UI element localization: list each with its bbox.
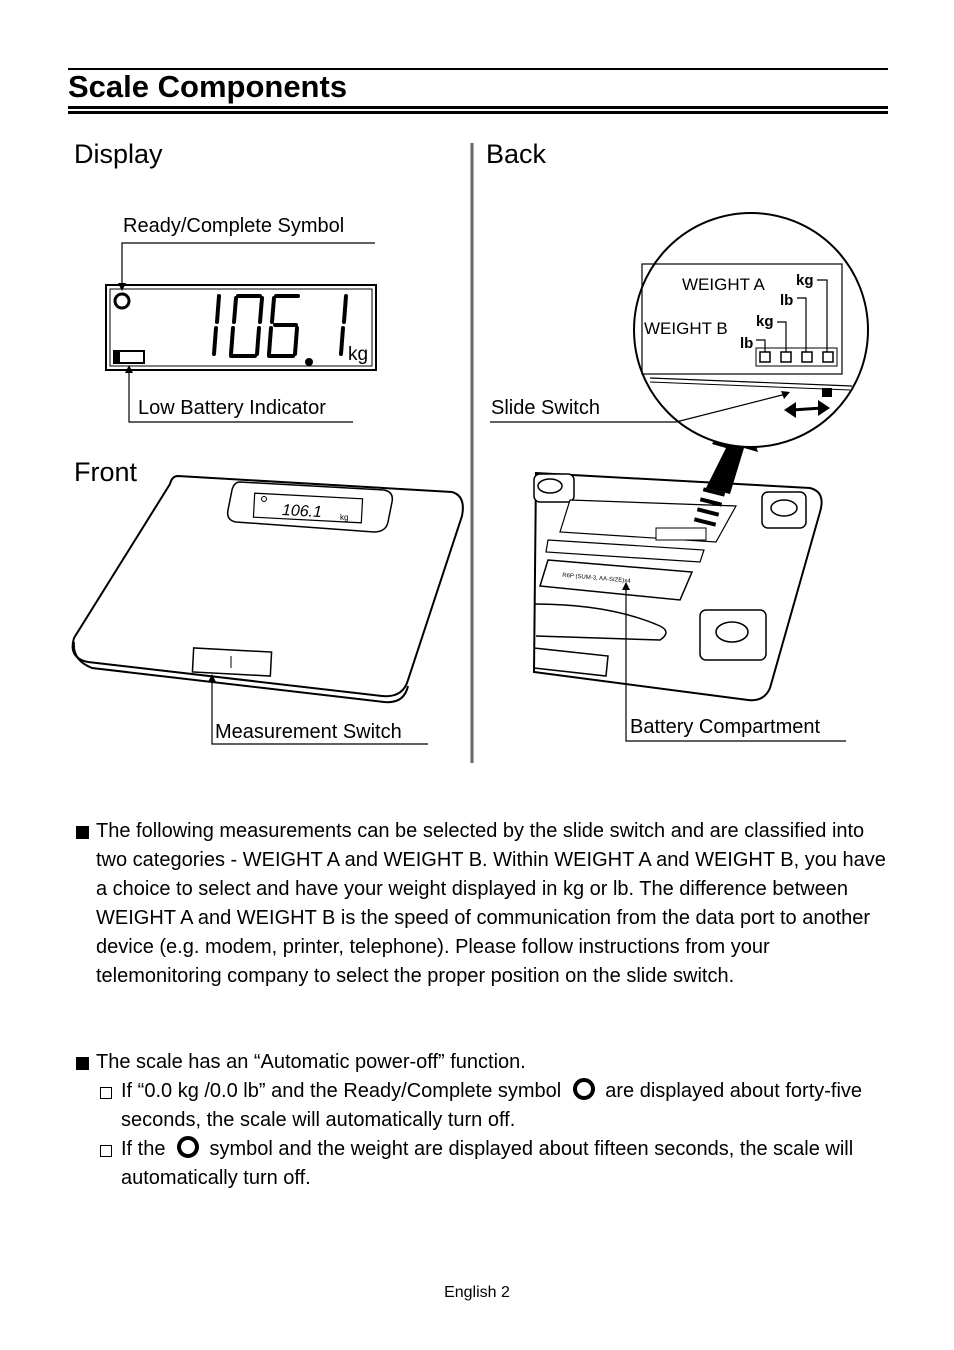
back-heading: Back bbox=[486, 139, 547, 169]
svg-text:106.1: 106.1 bbox=[282, 502, 323, 521]
display-heading: Display bbox=[74, 139, 163, 169]
lcd-display-diagram: kg bbox=[105, 284, 377, 371]
battery-compartment-label: Battery Compartment bbox=[630, 716, 821, 738]
measurement-switch-shape bbox=[191, 647, 273, 677]
title-rule-top bbox=[68, 68, 888, 70]
ready-symbol-label: Ready/Complete Symbol bbox=[123, 215, 345, 237]
slide-switch-magnifier: WEIGHT A kg lb WEIGHT B kg lb bbox=[633, 212, 869, 448]
sub1-text-before: If “0.0 kg /0.0 lb” and the Ready/Comple… bbox=[121, 1080, 562, 1102]
front-scale-drawing: 106.1 kg bbox=[71, 474, 464, 704]
ready-symbol-icon-inline-2 bbox=[177, 1136, 200, 1158]
sub2-text-before: If the bbox=[121, 1138, 166, 1160]
bullet-square-2 bbox=[76, 1057, 89, 1070]
bullet-paragraph-1: The following measurements can be select… bbox=[96, 820, 886, 987]
measurement-switch-label: Measurement Switch bbox=[215, 721, 402, 743]
title-rule-bottom-2 bbox=[68, 111, 888, 114]
low-battery-label: Low Battery Indicator bbox=[138, 397, 326, 419]
page-title: Scale Components bbox=[68, 69, 348, 104]
sub2-text-after: symbol and the weight are displayed abou… bbox=[121, 1138, 854, 1189]
page-footer: English 2 bbox=[444, 1284, 510, 1301]
bullet-paragraph-2: The scale has an “Automatic power-off” f… bbox=[96, 1051, 526, 1073]
scale-components-figure: kg 106.1 kg R6P (SUM-3, AA-SIZE)x4 bbox=[71, 143, 869, 763]
sub-bullet-2 bbox=[100, 1145, 112, 1157]
display-unit-kg: kg bbox=[348, 344, 368, 365]
front-heading: Front bbox=[74, 457, 138, 487]
weight-a-kg-label: kg bbox=[796, 272, 814, 289]
title-rule-bottom bbox=[68, 106, 888, 109]
sub-paragraph-1: If “0.0 kg /0.0 lb” and the Ready/Comple… bbox=[121, 1077, 881, 1135]
weight-a-label: WEIGHT A bbox=[682, 275, 765, 294]
weight-b-kg-label: kg bbox=[756, 313, 774, 330]
svg-text:kg: kg bbox=[340, 513, 348, 522]
ready-symbol-icon bbox=[113, 292, 131, 310]
ready-symbol-icon-inline bbox=[573, 1078, 596, 1100]
weight-a-lb-label: lb bbox=[780, 292, 793, 309]
sub1-text-after: are displayed about forty-five seconds, … bbox=[121, 1080, 863, 1131]
weight-b-lb-label: lb bbox=[740, 335, 753, 352]
double-arrow-icon bbox=[784, 400, 830, 418]
sub-bullet-1 bbox=[100, 1087, 112, 1099]
back-scale-drawing: R6P (SUM-3, AA-SIZE)x4 bbox=[532, 400, 823, 702]
bullet-square-1 bbox=[76, 826, 89, 839]
weight-b-label: WEIGHT B bbox=[644, 319, 728, 338]
slide-switch-label: Slide Switch bbox=[491, 397, 600, 419]
seven-segment-digits bbox=[212, 294, 348, 358]
